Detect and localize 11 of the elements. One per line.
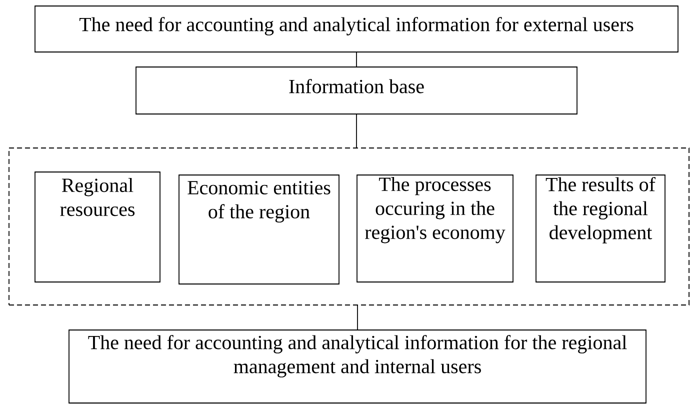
category-box: Economic entities of the region [178, 174, 340, 284]
connector-line [356, 52, 357, 67]
category-box: Regional resources [34, 172, 160, 282]
process-box: Information base [136, 66, 578, 114]
connector-line [356, 114, 357, 148]
category-box: The processes occuring in the region's economy [356, 174, 514, 282]
need-box: The need for accounting and analytical information for the regional management and internal users [68, 330, 646, 404]
need-box: The need for accounting and analytical information for external users [34, 6, 678, 52]
connector-line [357, 305, 358, 330]
group-frame [8, 148, 690, 306]
category-box: The results of the regional development [536, 174, 666, 282]
